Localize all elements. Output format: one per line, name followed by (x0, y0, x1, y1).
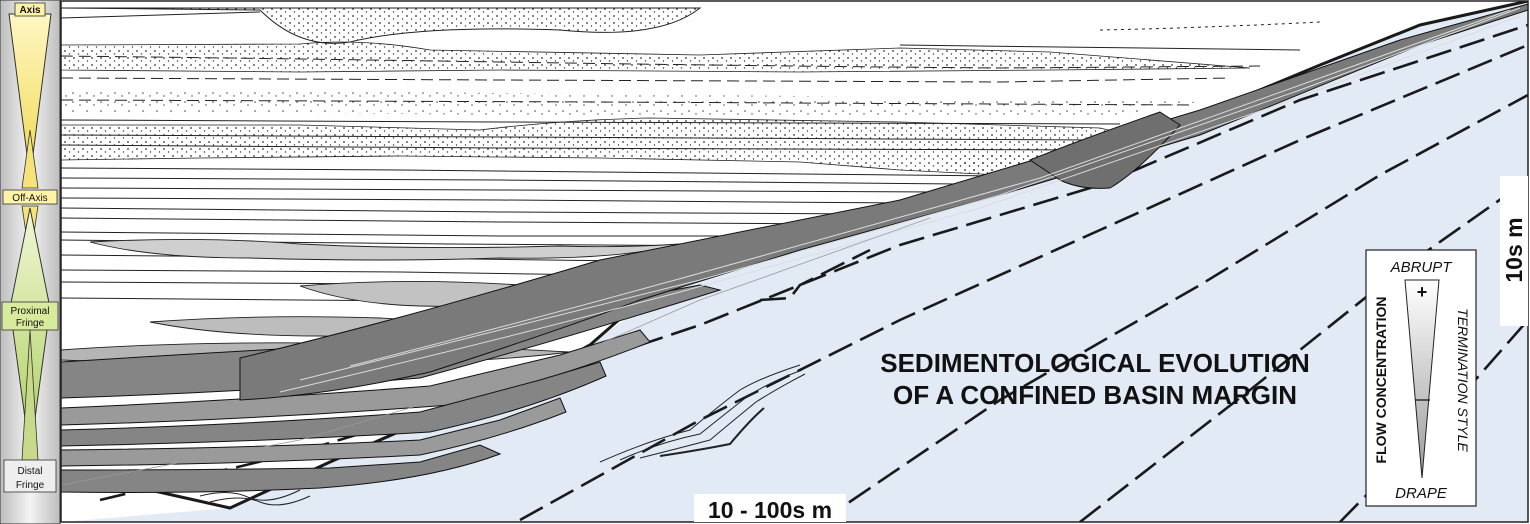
horizontal-scale-label: 10 - 100s m (708, 497, 832, 523)
title-line-2: OF A CONFINED BASIN MARGIN (893, 380, 1297, 410)
legend: ABRUPT + DRAPE FLOW CONCENTRATION TERMIN… (1365, 249, 1477, 507)
basal-deformed-bed (199, 489, 311, 506)
column-label-distal-fringe: Fringe (16, 480, 45, 491)
legend-wedge (1404, 279, 1440, 479)
legend-top-label: ABRUPT (1390, 259, 1454, 276)
facies-column: Axis Off-Axis Proximal Fringe Distal Fri… (0, 0, 61, 524)
onlapping-beds (61, 3, 1528, 493)
vertical-scale-label: 10s m (1501, 217, 1527, 282)
column-label-off-axis: Off-Axis (12, 193, 47, 204)
column-label-distal: Distal (17, 466, 42, 477)
legend-left-label: FLOW CONCENTRATION (1373, 297, 1389, 464)
legend-plus: + (1417, 282, 1428, 302)
cross-section (61, 1, 1528, 522)
horizontal-scale: 10 - 100s m (694, 494, 846, 523)
legend-bottom-label: DRAPE (1395, 485, 1448, 502)
isolated-lobe (599, 364, 806, 463)
offaxis-triangle-upper (21, 129, 39, 189)
column-label-proximal-fringe: Fringe (16, 318, 45, 329)
vertical-scale: 10s m (1500, 176, 1528, 326)
column-label-axis: Axis (19, 5, 41, 16)
column-label-proximal: Proximal (11, 306, 50, 317)
legend-right-label: TERMINATION STYLE (1455, 308, 1471, 452)
title-line-1: SEDIMENTOLOGICAL EVOLUTION (880, 348, 1310, 378)
title-block: SEDIMENTOLOGICAL EVOLUTION OF A CONFINED… (880, 348, 1310, 410)
